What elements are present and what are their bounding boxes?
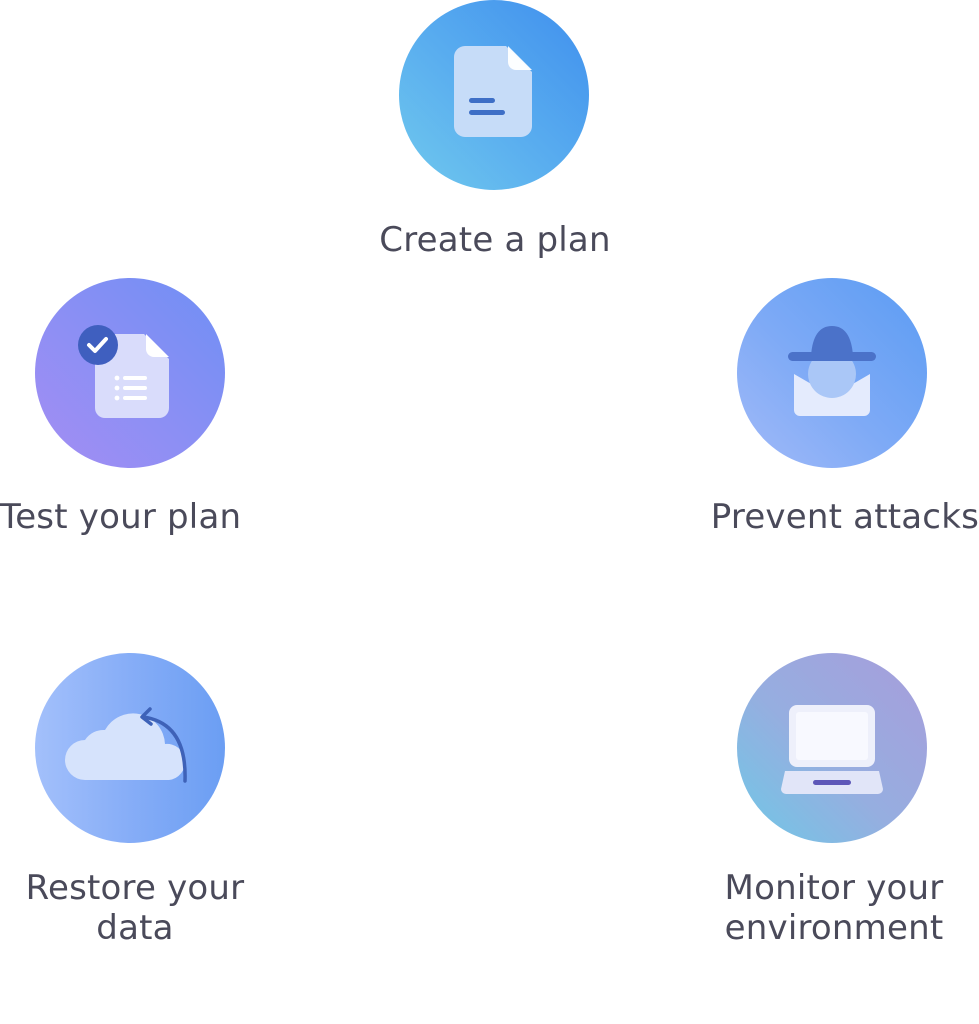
step-test-plan-circle: [35, 278, 225, 468]
cloud-restore-icon: [65, 707, 187, 783]
step-prevent-attacks-circle: [737, 278, 927, 468]
step-monitor-environment-label: Monitor your environment: [700, 868, 968, 948]
step-restore-data-label: Restore your data: [0, 868, 270, 948]
laptop-icon: [781, 705, 883, 794]
spy-envelope-icon: [788, 326, 876, 416]
step-monitor-environment-text-line-1: Monitor your: [724, 868, 944, 908]
step-create-plan-text: Create a plan: [379, 220, 611, 260]
step-prevent-attacks-text: Prevent attacks: [710, 497, 979, 537]
step-monitor-environment-text-line-2: environment: [724, 908, 944, 948]
step-prevent-attacks-label: Prevent attacks: [680, 497, 979, 537]
step-create-plan-circle: [399, 0, 589, 190]
step-restore-data-circle: [35, 653, 225, 843]
document-icon: [454, 46, 532, 137]
checked-document-icon: [78, 325, 169, 418]
step-monitor-environment-circle: [737, 653, 927, 843]
step-test-plan-text: Test your plan: [0, 497, 242, 537]
step-create-plan-label: Create a plan: [340, 220, 650, 260]
step-restore-data-text-line-2: data: [96, 908, 174, 948]
step-restore-data-text-line-1: Restore your: [25, 868, 245, 908]
step-test-plan-label: Test your plan: [0, 497, 265, 537]
